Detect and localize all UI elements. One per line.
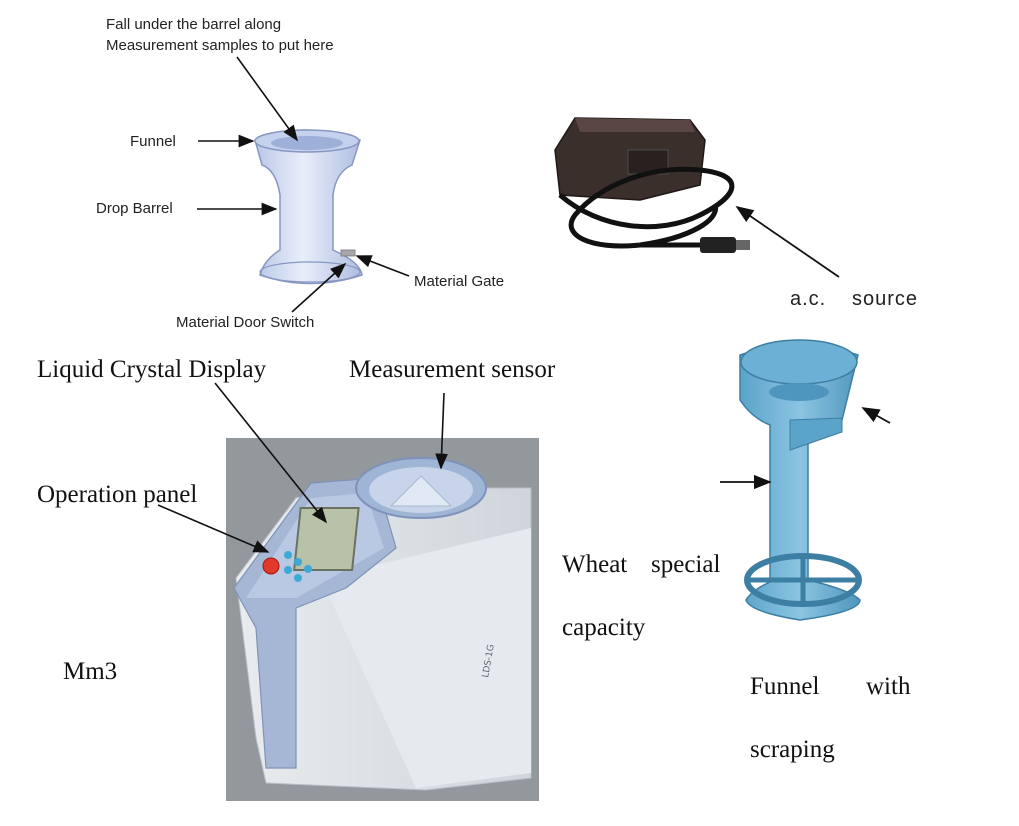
label-operation-panel: Operation panel <box>37 481 198 508</box>
label-ac-a: a.c. <box>790 288 827 310</box>
label-funnel-scraping-2: with <box>866 673 911 700</box>
ac-adapter <box>554 117 750 253</box>
label-mm3: Mm3 <box>63 658 118 685</box>
moisture-meter-photo: LDS-1G <box>226 438 539 801</box>
label-lcd: Liquid Crystal Display <box>37 356 267 383</box>
drop-barrel <box>254 129 363 285</box>
label-material-door-switch: Material Door Switch <box>176 314 315 331</box>
scraping-funnel <box>739 339 862 621</box>
caption-line-1: Fall under the barrel along <box>106 16 282 33</box>
label-wheat: Wheat <box>562 551 628 578</box>
label-funnel-scraping-1: Funnel <box>750 673 820 700</box>
label-measurement-sensor: Measurement sensor <box>349 356 556 383</box>
label-capacity: capacity <box>562 614 646 641</box>
label-funnel-scraping-3: scraping <box>750 736 835 763</box>
label-special: special <box>651 551 721 578</box>
label-funnel: Funnel <box>130 133 176 150</box>
label-drop-barrel: Drop Barrel <box>96 200 173 217</box>
label-material-gate: Material Gate <box>414 273 505 290</box>
caption-line-2: Measurement samples to put here <box>106 37 334 54</box>
label-ac-source: source <box>852 288 919 310</box>
